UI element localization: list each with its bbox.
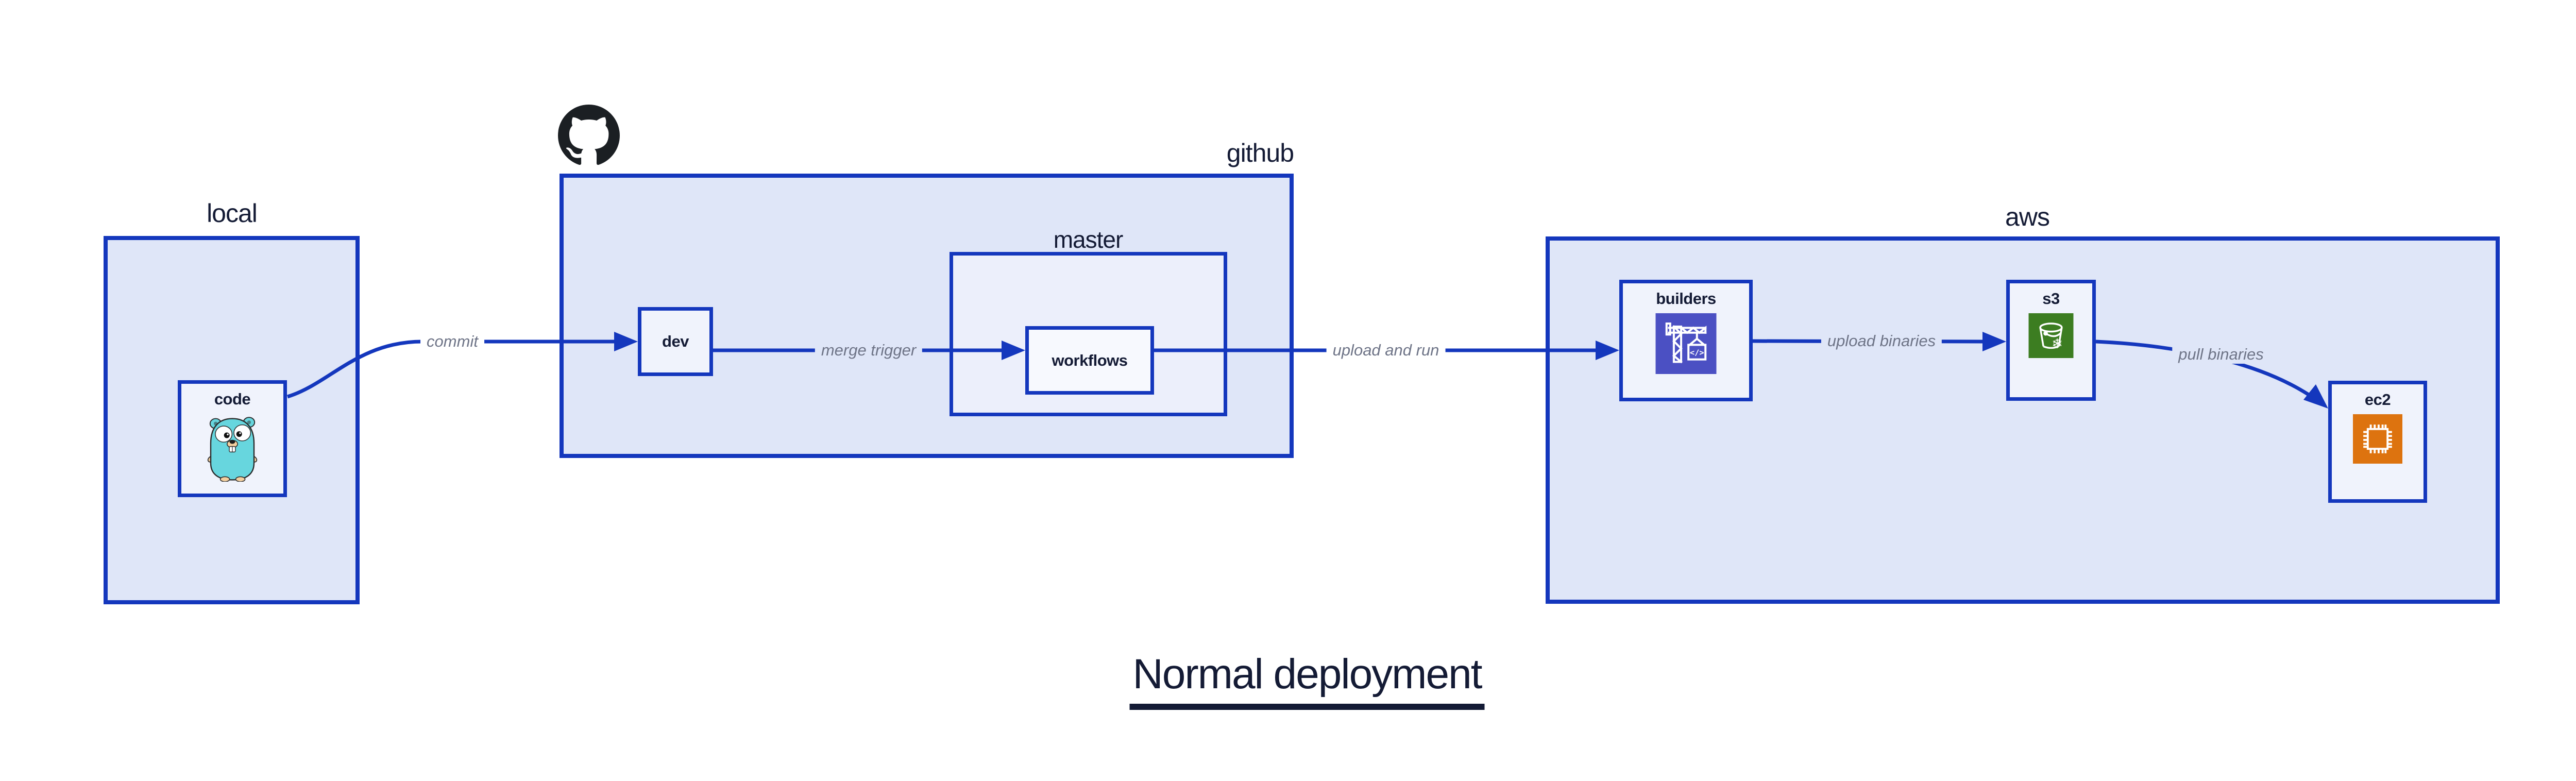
edge-label-upload-and-run: upload and run bbox=[1326, 341, 1446, 360]
codebuild-code-glyph: </> bbox=[1690, 348, 1704, 357]
node-s3: s3 ❄ bbox=[2006, 280, 2096, 401]
node-workflows-label: workflows bbox=[1052, 351, 1128, 369]
label-github: github bbox=[1226, 139, 1294, 167]
label-local: local bbox=[207, 199, 258, 228]
ec2-chip-icon bbox=[2353, 414, 2402, 466]
page-title: Normal deployment bbox=[1129, 650, 1485, 710]
node-builders-label: builders bbox=[1656, 290, 1716, 308]
label-aws: aws bbox=[2005, 202, 2050, 231]
edge-label-pull-binaries: pull binaries bbox=[2172, 345, 2270, 364]
node-builders: builders </> bbox=[1619, 280, 1753, 401]
node-code: code bbox=[178, 380, 287, 497]
github-octocat-icon bbox=[558, 105, 620, 169]
node-s3-label: s3 bbox=[2042, 290, 2060, 308]
node-workflows: workflows bbox=[1025, 326, 1154, 395]
node-dev: dev bbox=[638, 307, 713, 376]
s3-glacier-bucket-icon: ❄ bbox=[2028, 313, 2074, 361]
node-dev-label: dev bbox=[662, 332, 689, 350]
edge-label-upload-binaries: upload binaries bbox=[1821, 332, 1942, 350]
edge-label-merge-trigger: merge trigger bbox=[815, 341, 923, 360]
label-master: master bbox=[1053, 226, 1124, 253]
node-ec2-label: ec2 bbox=[2364, 390, 2391, 409]
go-gopher-icon bbox=[201, 414, 263, 484]
node-ec2: ec2 bbox=[2328, 381, 2427, 503]
node-code-label: code bbox=[214, 390, 251, 408]
codebuild-crane-icon: </> bbox=[1655, 313, 1717, 377]
edge-label-commit: commit bbox=[420, 332, 484, 351]
glacier-snowflake-glyph: ❄ bbox=[2052, 336, 2063, 352]
